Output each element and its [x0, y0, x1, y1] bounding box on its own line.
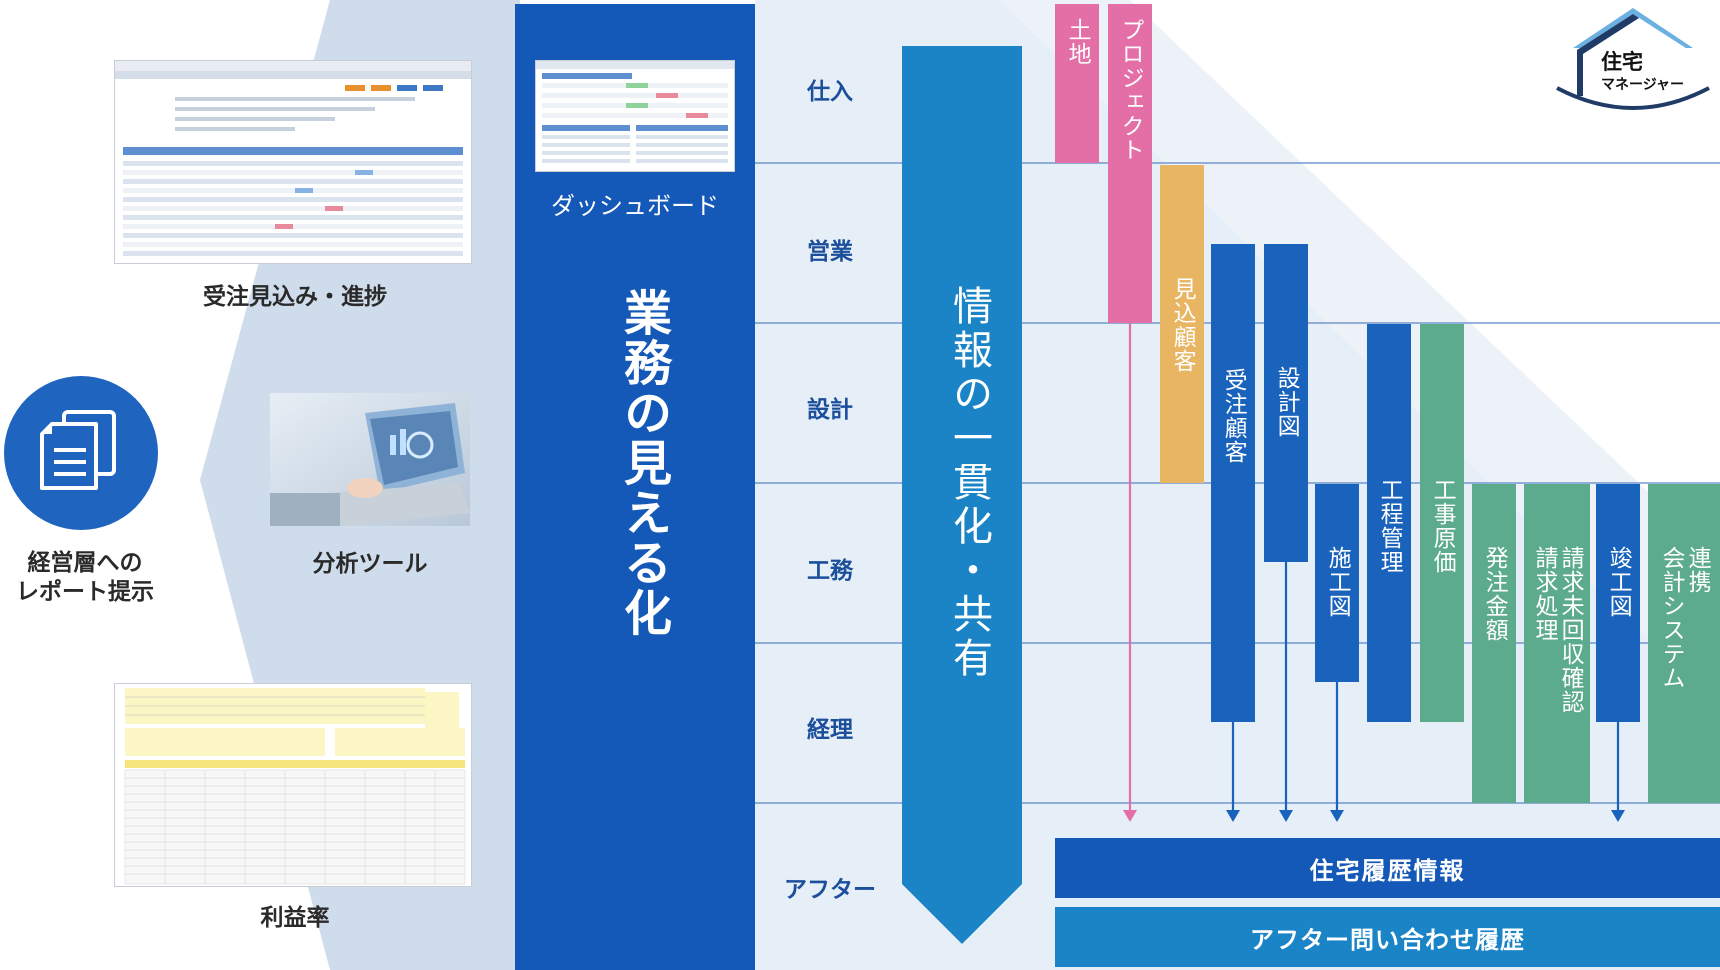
dashboard-caption: ダッシュボード [551, 192, 719, 220]
bar-construction-cost: 工事原価 [1420, 324, 1464, 722]
housing-history-bar: 住宅履歴情報 [1055, 838, 1720, 898]
accounting-system-label: 会計システム [1658, 546, 1684, 690]
analysis-tool-thumbnail [270, 393, 470, 526]
logo: 住宅 マネージャー [1553, 6, 1713, 116]
department-after-service: アフター [784, 877, 876, 903]
table-screenshot-image [115, 61, 471, 256]
billing-uncollected-label: 請求未回収確認 [1557, 546, 1584, 714]
housing-history-label: 住宅履歴情報 [1309, 856, 1466, 885]
bar-schedule-management: 工程管理 [1367, 324, 1411, 722]
link-label: 連携 [1684, 546, 1711, 594]
bar-billing: 請求未回収確認 請求処理 [1524, 484, 1590, 803]
order-progress-thumbnail [114, 60, 472, 264]
bar-construction-drawing: 施工図 [1315, 484, 1359, 682]
bar-completion-drawing: 竣工図 [1596, 484, 1640, 722]
sharing-arrow [902, 46, 1022, 944]
profit-rate-caption: 利益率 [260, 905, 330, 931]
bar-order-amount: 発注金額 [1472, 484, 1516, 803]
billing-process-label: 請求処理 [1531, 546, 1557, 642]
laptop-photo-image [270, 393, 470, 526]
bar-land: 土地 [1055, 4, 1099, 163]
bar-order-customer: 受注顧客 [1211, 244, 1255, 722]
profit-rate-thumbnail [114, 683, 472, 887]
report-icon-circle [4, 376, 158, 530]
logo-title: 住宅 [1601, 50, 1643, 74]
analysis-tool-caption: 分析ツール [312, 551, 428, 577]
report-label-line2: レポート提示 [16, 579, 154, 605]
department-sales: 営業 [807, 239, 853, 265]
bar-accounting-link: 連携 会計システム [1648, 484, 1720, 803]
department-design: 設計 [807, 397, 853, 423]
spreadsheet-image [124, 688, 466, 885]
after-inquiry-bar: アフター問い合わせ履歴 [1055, 907, 1720, 967]
document-icon [40, 410, 116, 490]
bar-prospect-customer: 見込顧客 [1160, 165, 1204, 483]
bar-project: プロジェクト [1108, 4, 1152, 323]
logo-subtitle: マネージャー [1601, 77, 1685, 93]
visualization-title: 業務の見える化 [615, 288, 671, 638]
logo-house-icon [1556, 8, 1710, 110]
dashboard-screenshot-image [536, 61, 734, 163]
department-construction: 工務 [807, 558, 853, 584]
dashboard-thumbnail [535, 60, 735, 172]
report-label-line1: 経営層への [27, 550, 143, 576]
bar-design-drawing: 設計図 [1264, 244, 1308, 562]
order-progress-caption: 受注見込み・進捗 [203, 284, 387, 310]
department-purchasing: 仕入 [807, 79, 853, 105]
department-accounting: 経理 [807, 717, 853, 743]
sharing-title: 情報の一貫化・共有 [946, 285, 992, 681]
after-inquiry-label: アフター問い合わせ履歴 [1250, 925, 1525, 954]
